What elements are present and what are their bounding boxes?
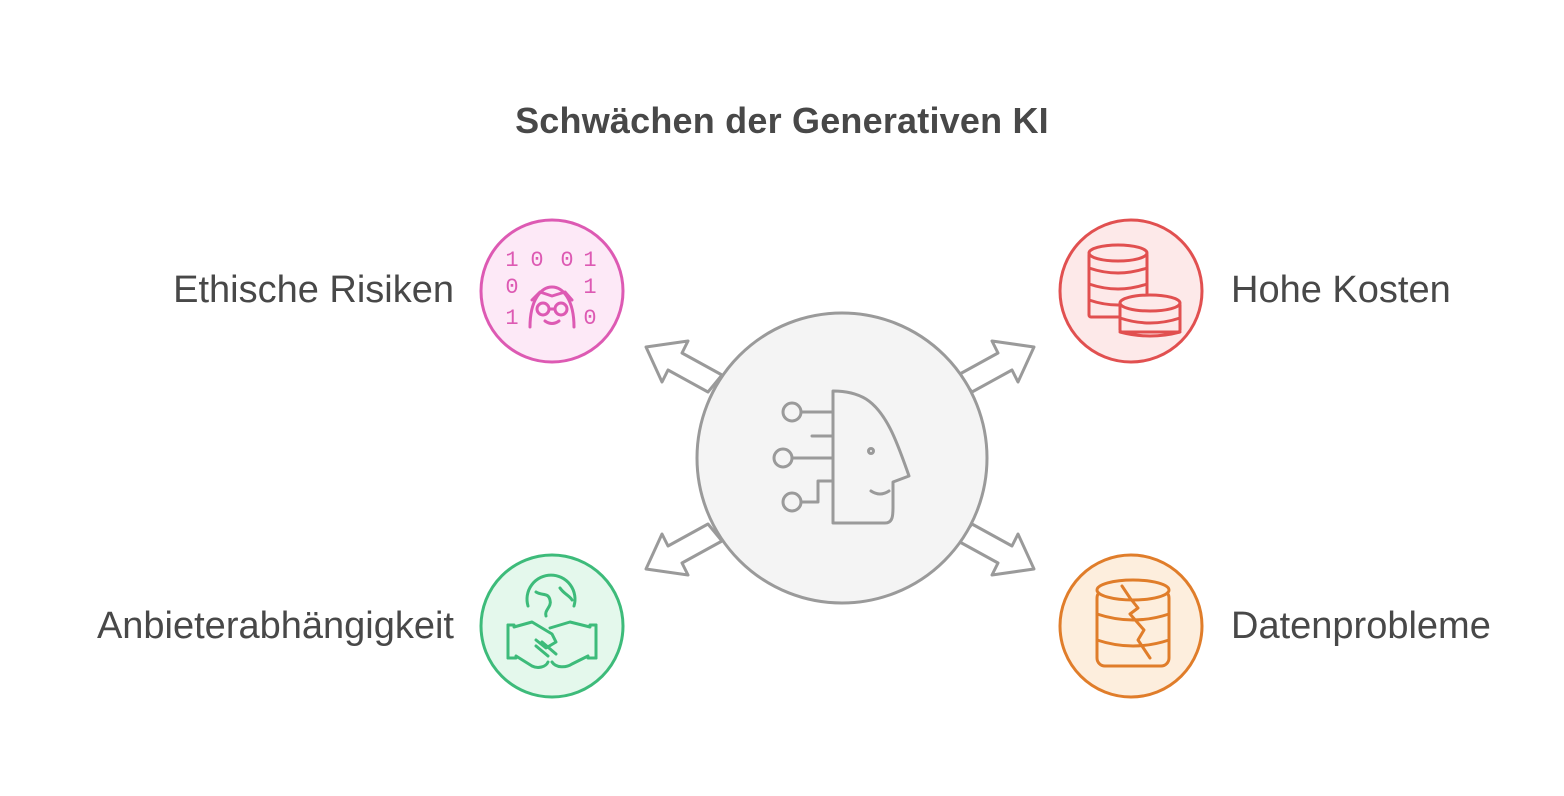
node-hohe-kosten (1058, 218, 1204, 364)
binary-digit: 0 (505, 275, 518, 300)
diagram-title: Schwächen der Generativen KI (515, 100, 1049, 141)
node-datenprobleme (1058, 553, 1204, 699)
binary-digit: 1 (583, 248, 596, 273)
arrow-top-left (644, 339, 724, 394)
binary-digit: 1 (505, 306, 518, 331)
label-ethische-risiken: Ethische Risiken (173, 269, 454, 311)
arrow-bottom-left (644, 522, 724, 577)
node-ethische-risiken: 1 0 0 1 0 1 1 0 (479, 218, 625, 364)
label-datenprobleme: Datenprobleme (1231, 605, 1491, 647)
binary-digit: 1 (583, 275, 596, 300)
binary-digit: 0 (530, 248, 543, 273)
binary-digit: 1 (505, 248, 518, 273)
binary-digit: 0 (583, 306, 596, 331)
label-hohe-kosten: Hohe Kosten (1231, 269, 1451, 311)
globe-handshake-icon (506, 573, 598, 669)
center-node (695, 311, 989, 605)
node-anbieterabhaengigkeit (479, 553, 625, 699)
arrow-top-right (956, 339, 1036, 394)
ai-head-circuit-icon (772, 389, 911, 525)
arrow-bottom-right (956, 522, 1036, 577)
binary-digit: 0 (560, 248, 573, 273)
label-anbieterabhaengigkeit: Anbieterabhängigkeit (96, 605, 454, 647)
coin-stacks-icon (1087, 243, 1182, 338)
binary-person-icon: 1 0 0 1 0 1 1 0 (505, 248, 596, 331)
broken-database-icon (1095, 578, 1171, 668)
